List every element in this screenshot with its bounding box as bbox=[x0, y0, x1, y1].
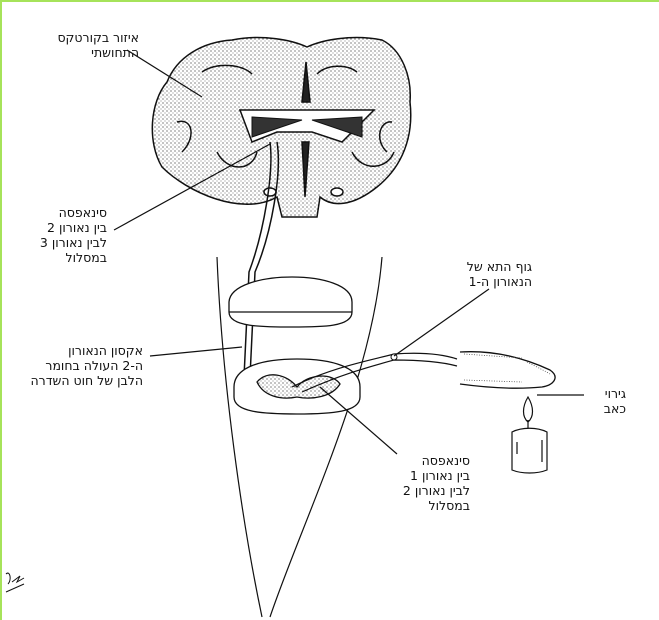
label-line: הנאורון ה-1 bbox=[468, 274, 532, 289]
label-line: אקסון הנאורון bbox=[68, 343, 143, 358]
label-line: לבין נאורון 2 bbox=[402, 483, 470, 498]
label-line: כאב bbox=[603, 401, 626, 416]
label-line: גירוי bbox=[604, 386, 626, 401]
candle bbox=[511, 395, 548, 474]
label-line: סינאפסה bbox=[58, 205, 107, 220]
ascending-axon bbox=[243, 141, 280, 378]
spinal-segment-upper bbox=[228, 276, 353, 328]
label-line: איזור בקורטקס bbox=[57, 30, 139, 45]
label-synapse-1-2: סינאפסה בין נאורון 1 לבין נאורון 2 במסלו… bbox=[403, 453, 470, 513]
label-line: התחושתי bbox=[91, 45, 139, 60]
label-line: סינאפסה bbox=[421, 453, 470, 468]
label-line: בין נאורון 2 bbox=[47, 220, 107, 235]
label-line: לבין נאורון 3 bbox=[39, 235, 107, 250]
label-axon-neuron-2: אקסון הנאורון ה-2 העולה בחומר הלבן של חו… bbox=[30, 343, 143, 388]
spinal-cord-outline bbox=[216, 256, 383, 618]
leader-lines bbox=[113, 49, 584, 455]
finger bbox=[459, 351, 556, 389]
label-line: בין נאורון 1 bbox=[410, 468, 470, 483]
label-line: גוף התא של bbox=[466, 259, 532, 274]
label-line: במסלול bbox=[65, 250, 107, 265]
label-cell-body-neuron-1: גוף התא של הנאורון ה-1 bbox=[467, 259, 532, 289]
spinal-segment-lower bbox=[233, 358, 361, 415]
artist-signature bbox=[5, 572, 25, 593]
label-line: ה-2 העולה בחומר bbox=[45, 358, 143, 373]
label-sensory-cortex: איזור בקורטקס התחושתי bbox=[57, 30, 139, 60]
brain-section bbox=[151, 36, 412, 218]
label-synapse-2-3: סינאפסה בין נאורון 2 לבין נאורון 3 במסלו… bbox=[40, 205, 107, 265]
label-line: במסלול bbox=[428, 498, 470, 513]
label-line: הלבן של חוט השדרה bbox=[30, 373, 143, 388]
label-pain-stimulus: גירוי כאב bbox=[604, 386, 626, 416]
